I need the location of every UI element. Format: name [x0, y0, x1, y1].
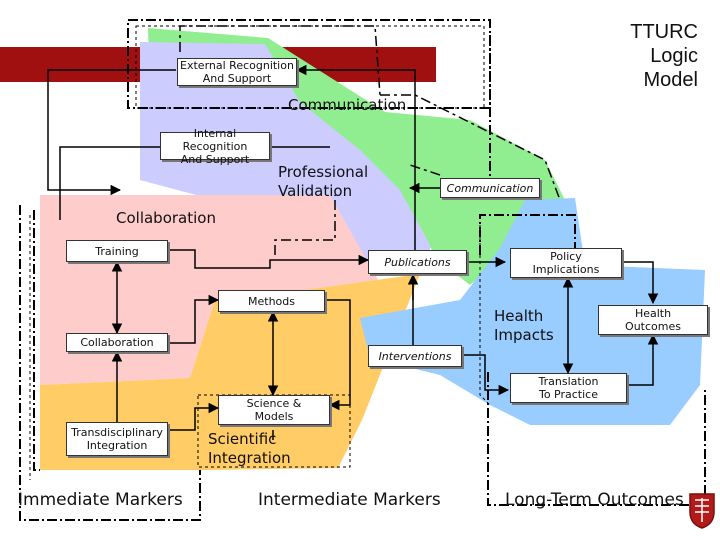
- internal-recognition-box: Internal Recognition And Support: [160, 127, 270, 166]
- intermediate-markers-label: Intermediate Markers: [258, 490, 441, 510]
- immediate-markers-label: Immediate Markers: [18, 490, 183, 510]
- collaboration-box: Collaboration: [66, 333, 168, 352]
- health-impacts-label: Health Impacts: [494, 307, 554, 344]
- scientific-integration-label: Scientific Integration: [208, 430, 291, 467]
- interventions-box: Interventions: [368, 345, 462, 367]
- university-seal-icon: [689, 493, 715, 529]
- long-term-outcomes-label: Long-Term Outcomes: [505, 490, 684, 510]
- health-outcomes-box: Health Outcomes: [598, 305, 708, 335]
- diagram-title: TTURC Logic Model: [630, 21, 698, 91]
- training-box: Training: [66, 240, 168, 262]
- external-recognition-box: External Recognition And Support: [177, 58, 297, 86]
- collaboration-region-label: Collaboration: [116, 209, 216, 227]
- blue-region: [360, 198, 705, 425]
- transdisciplinary-integration-box: Transdisciplinary Integration: [66, 422, 168, 456]
- policy-implications-box: Policy Implications: [510, 248, 622, 278]
- translation-to-practice-box: Translation To Practice: [510, 373, 627, 403]
- methods-box: Methods: [218, 290, 325, 312]
- lavender-region: [140, 42, 430, 272]
- communication-box: Communication: [440, 178, 540, 198]
- communication-region-label: Communication: [288, 96, 407, 114]
- publications-box: Publications: [368, 250, 467, 274]
- science-models-box: Science & Models: [218, 395, 330, 425]
- professional-validation-label: Professional Validation: [278, 163, 369, 200]
